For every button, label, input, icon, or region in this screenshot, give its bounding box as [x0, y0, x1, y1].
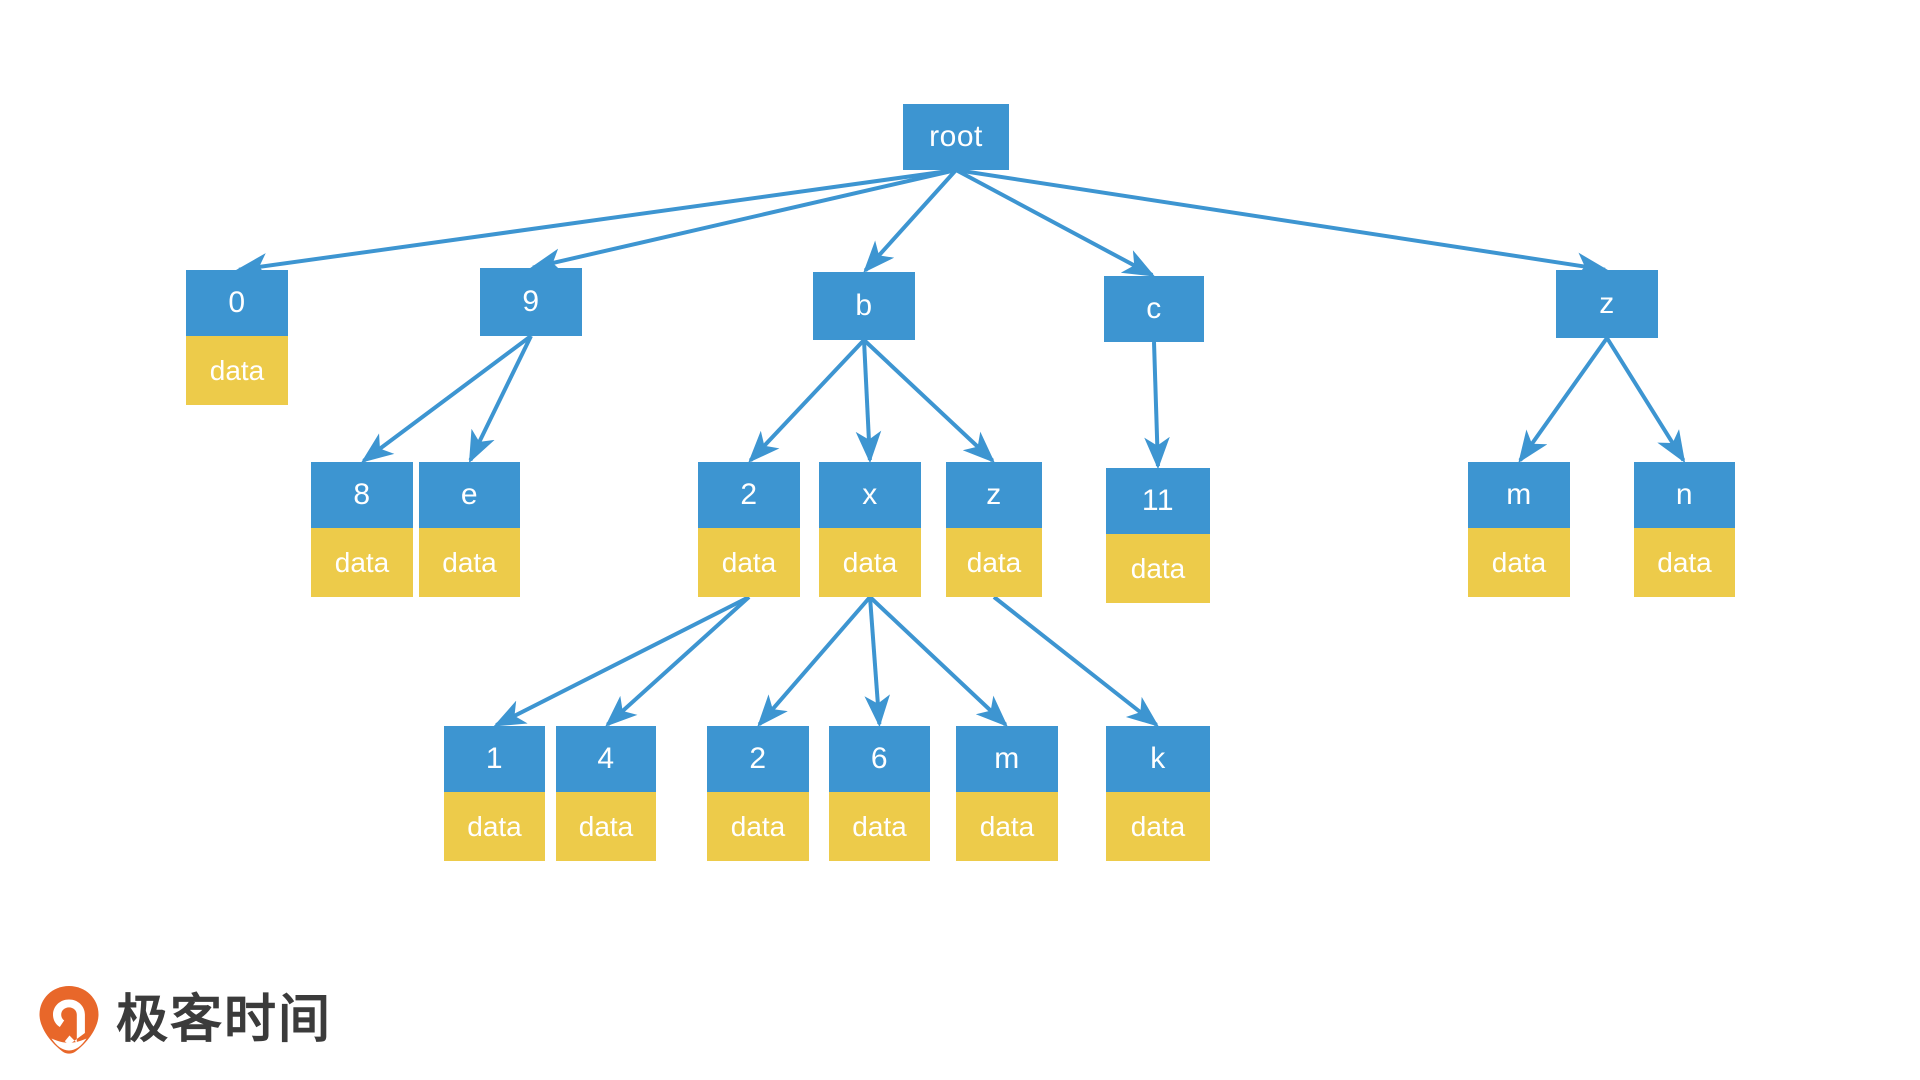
node-data-cell: data [698, 528, 800, 597]
node-key-label: e [419, 462, 520, 528]
node-key-label: 8 [311, 462, 413, 528]
brand-logo: 极客时间 [38, 985, 332, 1055]
node-key-label: 6 [829, 726, 930, 792]
node-key-label: 0 [186, 270, 288, 336]
geektime-pin-icon [39, 986, 99, 1054]
node-data-cell: data [956, 792, 1058, 861]
node-data-cell: data [946, 528, 1042, 597]
node-data-cell: data [1634, 528, 1735, 597]
node-key-label: n [1634, 462, 1735, 528]
node-key-label: 9 [480, 268, 582, 336]
node-data-cell: data [707, 792, 809, 861]
node-data-cell: data [1106, 534, 1210, 603]
node-key-label: m [1468, 462, 1570, 528]
node-data-cell: data [419, 528, 520, 597]
node-key-label: 2 [707, 726, 809, 792]
tree-node-l1-c: c [1104, 276, 1204, 342]
brand-name: 极客时间 [116, 990, 333, 1050]
tree-node-l1-9: 9 [480, 268, 582, 336]
node-data-cell: data [1468, 528, 1570, 597]
node-key-label: 2 [698, 462, 800, 528]
node-data-cell: data [311, 528, 413, 597]
tree-node-l1-b: b [813, 272, 915, 340]
node-data-cell: data [444, 792, 545, 861]
node-key-label: root [903, 104, 1009, 170]
node-data-cell: data [829, 792, 930, 861]
node-data-cell: data [1106, 792, 1210, 861]
node-key-label: 4 [556, 726, 656, 792]
node-data-cell: data [186, 336, 288, 405]
node-key-label: 1 [444, 726, 545, 792]
node-key-label: 11 [1106, 468, 1210, 534]
node-key-label: z [1556, 270, 1658, 338]
tree-node-l1-z: z [1556, 270, 1658, 338]
node-key-label: x [819, 462, 921, 528]
tree-node-root: root [903, 104, 1009, 170]
node-data-cell: data [819, 528, 921, 597]
node-key-label: z [946, 462, 1042, 528]
node-key-label: k [1106, 726, 1210, 792]
node-key-label: c [1104, 276, 1204, 342]
node-data-cell: data [556, 792, 656, 861]
node-key-label: b [813, 272, 915, 340]
node-key-label: m [956, 726, 1058, 792]
